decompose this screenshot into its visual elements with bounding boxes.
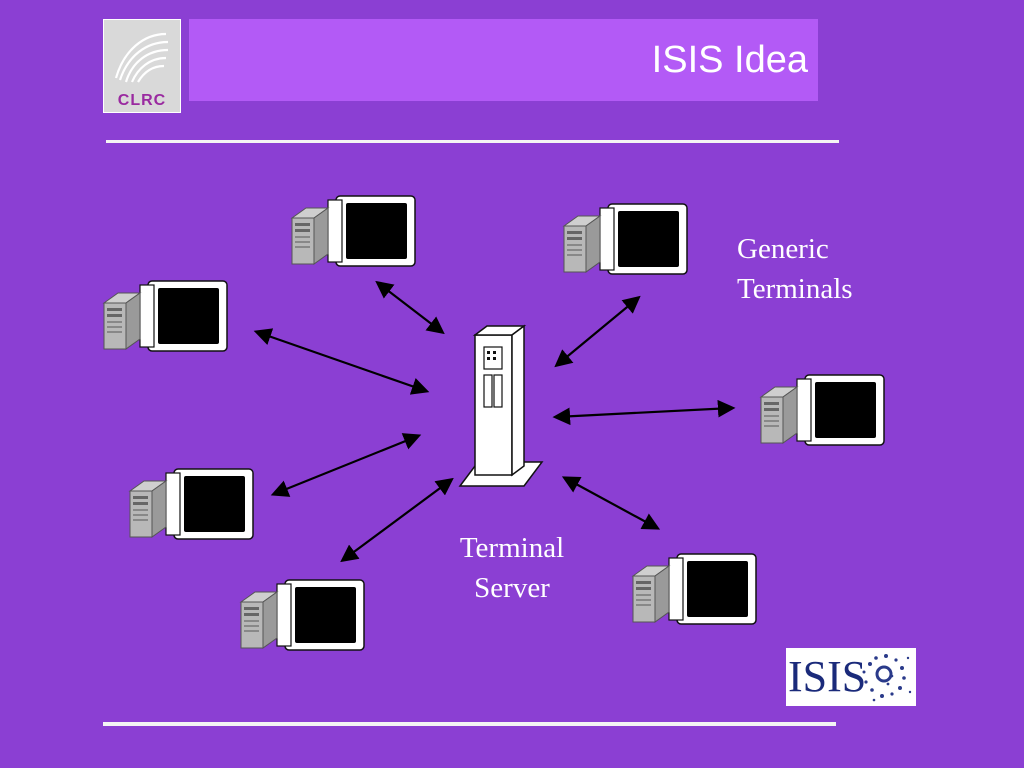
- terminal-server-label-line2: Server: [474, 572, 550, 604]
- double-arrow: [270, 433, 422, 497]
- terminal-computer-icon: [563, 203, 688, 275]
- top-divider: [106, 140, 839, 143]
- double-arrow: [552, 399, 736, 426]
- terminal-computer-icon: [760, 374, 885, 446]
- terminal-computer-icon: [103, 280, 228, 352]
- slide-title: ISIS Idea: [651, 39, 808, 81]
- isis-logo-text: ISIS: [788, 652, 867, 701]
- connection-arrows: [253, 280, 736, 563]
- double-arrow: [561, 476, 661, 530]
- isis-swirl-icon: [862, 654, 912, 702]
- terminal-computer-icon: [632, 553, 757, 625]
- terminal-server-icon: [458, 324, 544, 487]
- generic-terminals-label: Generic Terminals: [737, 229, 853, 309]
- terminal-computer-icon: [240, 579, 365, 651]
- double-arrow: [253, 328, 430, 395]
- clrc-logo-text: CLRC: [117, 92, 167, 109]
- terminal-computer-icon: [291, 195, 416, 267]
- clrc-logo: CLRC: [103, 19, 181, 113]
- double-arrow: [375, 280, 445, 335]
- isis-logo: ISIS: [786, 648, 916, 706]
- double-arrow: [340, 477, 454, 563]
- terminal-computer-icon: [129, 468, 254, 540]
- generic-terminals-label-line1: Generic: [737, 233, 829, 265]
- generic-terminals-label-line2: Terminals: [737, 273, 853, 305]
- bottom-divider: [103, 722, 836, 726]
- terminal-server-label-line1: Terminal: [459, 532, 565, 564]
- double-arrow: [554, 295, 641, 368]
- terminal-server-label: Terminal Server: [450, 528, 574, 608]
- clrc-globe-icon: [114, 32, 169, 83]
- title-bar: ISIS Idea: [189, 19, 818, 101]
